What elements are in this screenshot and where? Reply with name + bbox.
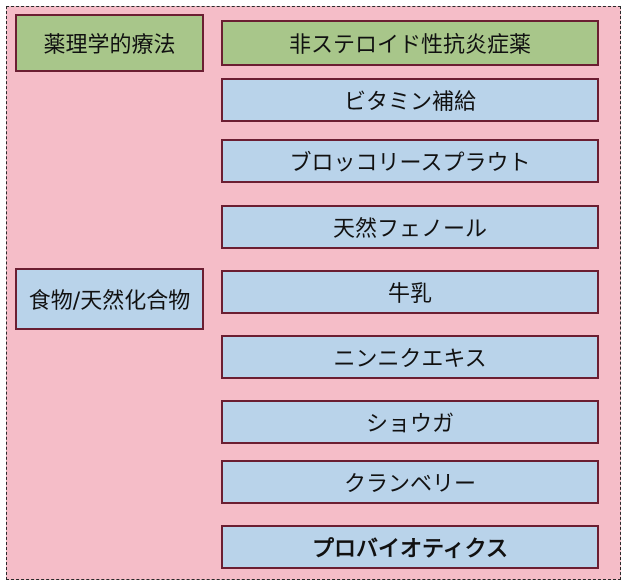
item-cranberry-label: クランベリー <box>343 472 476 497</box>
item-probiotics-label: プロバイオティクス <box>311 537 509 562</box>
item-nsaid-label: 非ステロイド性抗炎症薬 <box>288 33 531 58</box>
item-vitamin: ビタミン補給 <box>221 78 599 122</box>
item-nsaid: 非ステロイド性抗炎症薬 <box>221 20 599 66</box>
item-cranberry: クランベリー <box>221 460 599 504</box>
item-broccoli: ブロッコリースプラウト <box>221 139 599 183</box>
item-garlic-label: ニンニクエキス <box>333 347 487 372</box>
category-pharmacological: 薬理学的療法 <box>15 14 204 72</box>
category-natural-label: 食物/天然化合物 <box>28 289 191 314</box>
item-probiotics: プロバイオティクス <box>221 525 599 569</box>
category-pharmacological-label: 薬理学的療法 <box>43 33 176 58</box>
item-vitamin-label: ビタミン補給 <box>343 90 476 115</box>
item-phenol: 天然フェノール <box>221 205 599 249</box>
item-phenol-label: 天然フェノール <box>332 217 487 242</box>
item-garlic: ニンニクエキス <box>221 335 599 379</box>
category-natural: 食物/天然化合物 <box>15 268 204 330</box>
item-ginger-label: ショウガ <box>365 412 454 437</box>
item-broccoli-label: ブロッコリースプラウト <box>289 151 531 176</box>
item-milk: 牛乳 <box>221 270 599 314</box>
item-milk-label: 牛乳 <box>387 282 432 307</box>
item-ginger: ショウガ <box>221 400 599 444</box>
